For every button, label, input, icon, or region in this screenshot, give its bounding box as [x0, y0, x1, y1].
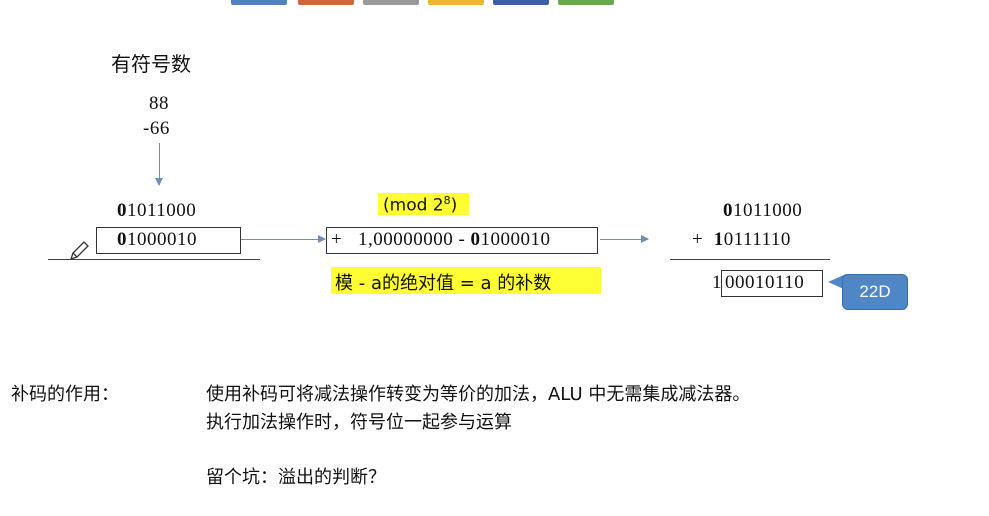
slide-tab-3[interactable] — [363, 0, 419, 5]
mod-highlight — [378, 193, 469, 215]
middle-expression-box — [326, 227, 598, 254]
slide-tab-4[interactable] — [428, 0, 484, 5]
left-binary-box — [96, 227, 241, 254]
callout-pointer — [828, 274, 846, 290]
notes-line-3: 留个坑：溢出的判断？ — [206, 467, 386, 488]
section-title: 有符号数 — [111, 52, 191, 76]
video-badge[interactable]: 22D — [842, 274, 908, 310]
complement-note: 模 - a的绝对值 = a 的补数 — [335, 273, 552, 294]
result-boxed-bits: 00010110 — [725, 272, 805, 293]
notes-label: 补码的作用： — [11, 384, 119, 405]
pencil-icon[interactable] — [68, 240, 90, 262]
right-arrow-2 — [600, 235, 649, 243]
notes-line-2: 执行加法操作时，符号位一起参与运算 — [206, 412, 512, 433]
left-top-binary: 01011000 — [117, 200, 197, 221]
slide-tab-6[interactable] — [558, 0, 614, 5]
right-arrow-1 — [241, 235, 326, 243]
notes-line-1: 使用补码可将减法操作转变为等价的加法，ALU 中无需集成减法器。 — [206, 384, 751, 405]
middle-expression: + 1,00000000 - 01000010 — [331, 229, 551, 250]
left-box-binary: 01000010 — [117, 229, 197, 250]
slide-tab-5[interactable] — [493, 0, 549, 5]
badge-label: 22D — [859, 282, 891, 301]
right-second-binary: + 10111110 — [692, 229, 791, 250]
note-highlight — [331, 267, 601, 294]
down-arrow — [155, 143, 163, 186]
number-b: -66 — [143, 118, 170, 139]
result-lead-bit: 1 — [712, 272, 722, 293]
left-baseline — [48, 259, 260, 260]
number-a: 88 — [149, 93, 169, 114]
right-top-binary: 01011000 — [723, 200, 803, 221]
mod-label: (mod 28) — [383, 194, 458, 216]
right-sum-line — [670, 259, 830, 260]
result-box — [721, 270, 823, 297]
slide-tab-1[interactable] — [231, 0, 287, 5]
slide-tab-2[interactable] — [298, 0, 354, 5]
